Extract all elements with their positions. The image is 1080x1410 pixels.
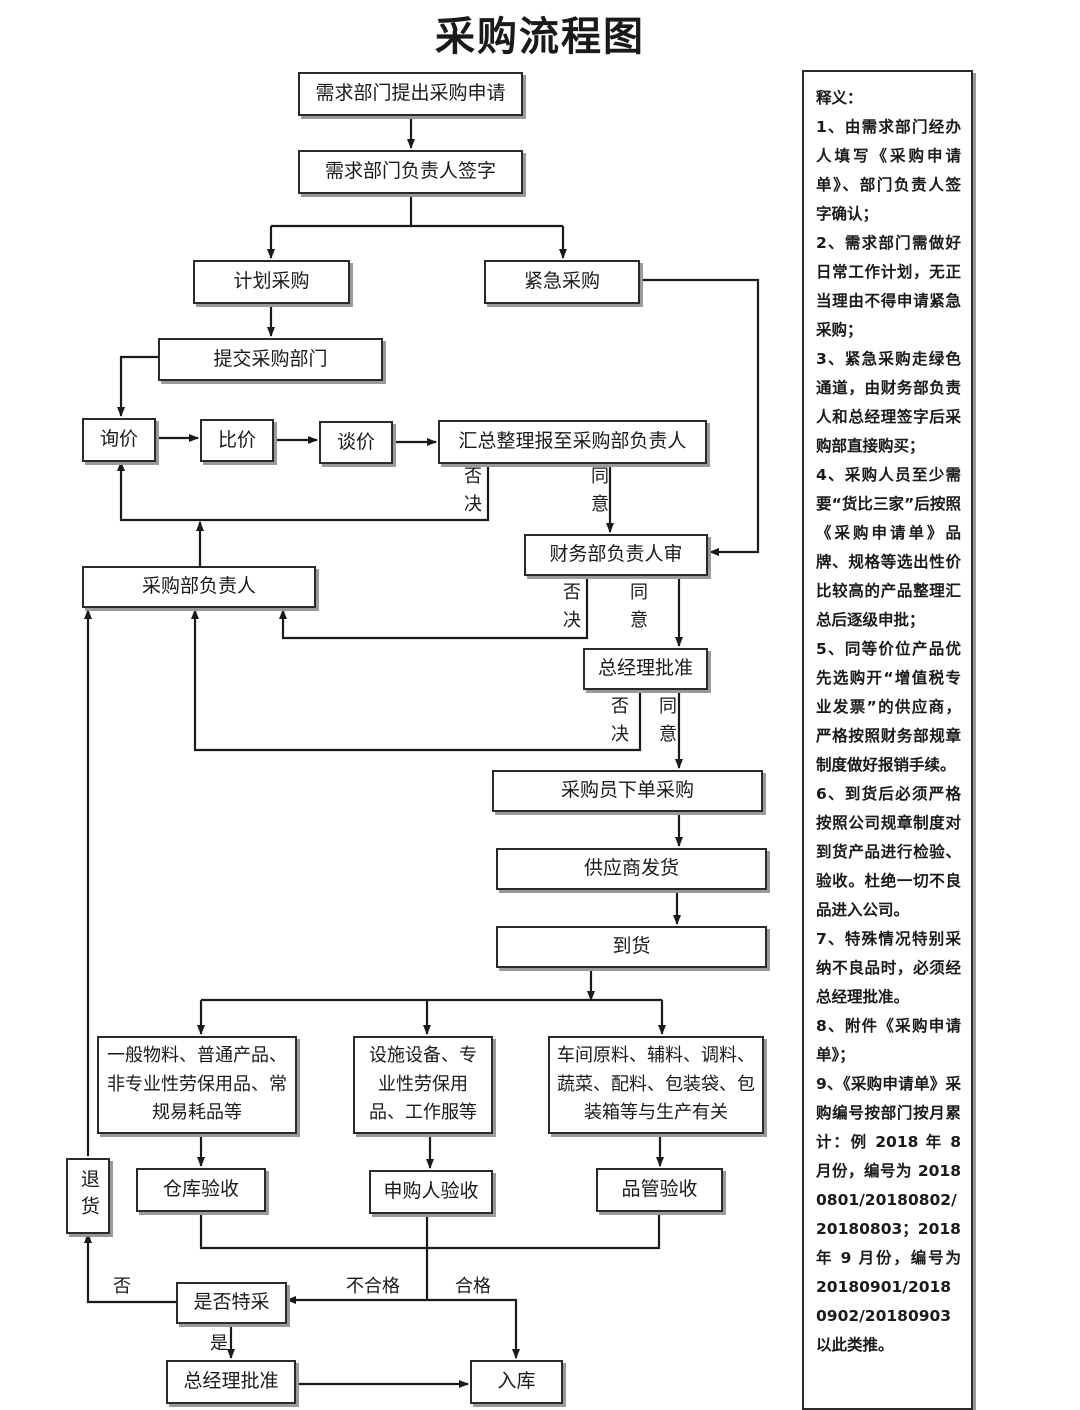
note-item: 4、采购人员至少需要“货比三家”后按照《采购申请单》品牌、规格等选出性价比较高的… xyxy=(816,466,961,629)
node-request: 需求部门提出采购申请 xyxy=(298,72,523,116)
node-summary: 汇总整理报至采购部负责人 xyxy=(438,420,707,464)
node-submit: 提交采购部门 xyxy=(158,338,383,381)
node-stock-in: 入库 xyxy=(470,1360,563,1404)
flow-connectors xyxy=(84,116,760,1388)
arrow-finance-reject xyxy=(279,576,589,640)
node-warehouse-check: 仓库验收 xyxy=(136,1168,266,1212)
notes-heading: 释义： xyxy=(816,89,863,107)
node-compare: 比价 xyxy=(200,419,274,462)
node-inquiry: 询价 xyxy=(82,418,156,462)
node-cat-equipment: 设施设备、专业性劳保用品、工作服等 xyxy=(353,1036,493,1134)
node-qc-check: 品管验收 xyxy=(596,1168,723,1212)
label-fail: 不合格 xyxy=(346,1276,400,1297)
arrow-pass-to-stock xyxy=(427,1298,520,1359)
arrow-special-no-to-return xyxy=(84,1233,176,1304)
page-title: 采购流程图 xyxy=(435,14,645,60)
node-place-order: 采购员下单采购 xyxy=(492,770,763,812)
label-gm-reject: 否决 xyxy=(608,696,629,752)
label-gm-agree: 同意 xyxy=(656,696,677,752)
node-cat-general: 一般物料、普通产品、非专业性劳保用品、常规易耗品等 xyxy=(97,1036,297,1134)
note-item: 7、特殊情况特别采纳不良品时，必须经总经理批准。 xyxy=(816,930,961,1006)
note-item: 8、附件《采购申请单》； xyxy=(816,1017,961,1064)
notes-panel: 释义： 1、由需求部门经办人填写《采购申请单》、部门负责人签字确认； 2、需求部… xyxy=(802,70,973,1410)
inspection-merge xyxy=(199,1212,661,1250)
node-cat-production: 车间原料、辅料、调料、蔬菜、配料、包装袋、包装箱等与生产有关 xyxy=(548,1036,764,1134)
arrow-gm-reject xyxy=(191,609,642,752)
label-pass: 合格 xyxy=(455,1276,491,1297)
node-return-goods: 退货 xyxy=(66,1158,110,1234)
node-planned: 计划采购 xyxy=(193,260,350,304)
node-supplier-ship: 供应商发货 xyxy=(496,848,767,890)
label-summary-agree: 同意 xyxy=(588,466,609,522)
node-arrival: 到货 xyxy=(496,926,767,968)
node-purchasing-head: 采购部负责人 xyxy=(82,566,316,608)
arrow-urgent-to-finance xyxy=(640,278,760,556)
node-requester-check: 申购人验收 xyxy=(369,1170,493,1214)
node-special-purchase: 是否特采 xyxy=(176,1282,287,1324)
label-finance-agree: 同意 xyxy=(627,582,648,638)
arrow-submit-to-inquiry xyxy=(117,355,158,417)
node-urgent: 紧急采购 xyxy=(484,260,640,304)
note-item: 3、紧急采购走绿色通道，由财务部负责人和总经理签字后采购部直接购买； xyxy=(816,350,961,455)
note-item: 5、同等价位产品优先选购开“增值税专业发票”的供应商，严格按照财务部规章制度做好… xyxy=(816,640,961,774)
node-gm-approve-bottom: 总经理批准 xyxy=(166,1360,296,1404)
label-special-yes: 是 xyxy=(210,1333,228,1354)
note-item: 6、到货后必须严格按照公司规章制度对到货产品进行检验、验收。杜绝一切不良品进入公… xyxy=(816,785,961,919)
note-item: 1、由需求部门经办人填写《采购申请单》、部门负责人签字确认； xyxy=(816,118,961,223)
label-finance-reject: 否决 xyxy=(560,582,581,638)
label-summary-reject: 否决 xyxy=(461,466,482,522)
label-special-no: 否 xyxy=(113,1276,131,1297)
note-item: 2、需求部门需做好日常工作计划，无正当理由不得申请紧急采购； xyxy=(816,234,961,339)
node-gm-approve: 总经理批准 xyxy=(583,648,708,690)
node-dept-sign: 需求部门负责人签字 xyxy=(298,150,523,194)
node-negotiate: 谈价 xyxy=(319,421,393,464)
arrow-summary-reject xyxy=(117,461,490,522)
note-item: 9、《采购申请单》采购编号按部门按月累计：例 2018 年 8 月份，编号为 2… xyxy=(816,1075,961,1354)
node-finance-review: 财务部负责人审 xyxy=(524,534,708,576)
